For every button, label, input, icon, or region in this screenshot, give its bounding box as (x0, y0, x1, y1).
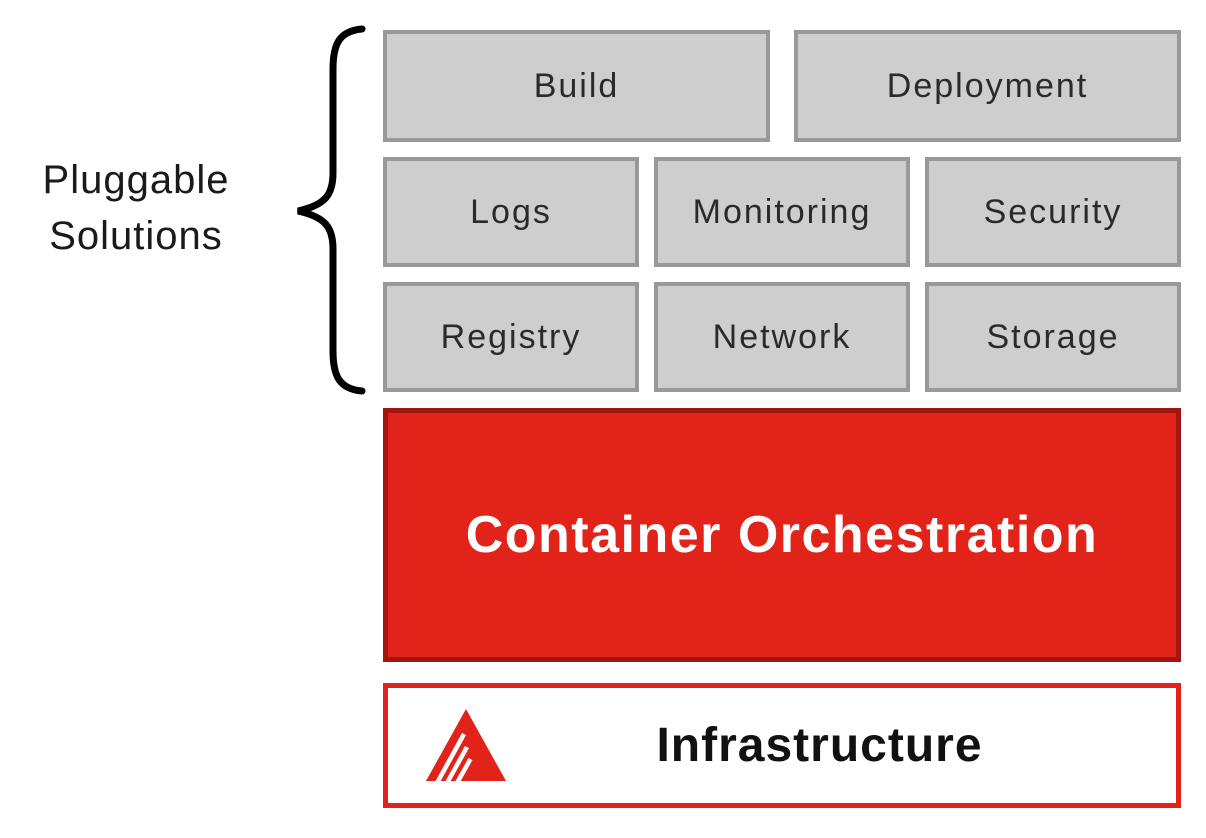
infrastructure-box: Infrastructure (383, 683, 1181, 808)
pluggable-row-3: Registry Network Storage (383, 282, 1181, 392)
container-orchestration-label: Container Orchestration (465, 506, 1099, 564)
layer-stack: Build Deployment Logs Monitoring Securit… (383, 30, 1181, 808)
pluggable-label-line1: Pluggable (42, 158, 230, 202)
infrastructure-label: Infrastructure (656, 719, 983, 772)
box-logs-label: Logs (470, 192, 552, 231)
box-monitoring: Monitoring (654, 157, 910, 267)
box-build: Build (383, 30, 770, 142)
box-storage: Storage (925, 282, 1181, 392)
box-logs: Logs (383, 157, 639, 267)
box-security: Security (925, 157, 1181, 267)
pluggable-label-line2: Solutions (49, 214, 223, 258)
box-deployment-label: Deployment (886, 66, 1089, 105)
container-orchestration-box: Container Orchestration (383, 408, 1181, 662)
pluggable-solutions-label: Pluggable Solutions (0, 152, 272, 264)
curly-brace-icon (297, 25, 366, 395)
box-network-label: Network (712, 317, 852, 356)
red-striped-triangle-mountain-icon (426, 709, 506, 781)
box-deployment: Deployment (794, 30, 1181, 142)
box-registry-label: Registry (440, 317, 582, 356)
box-registry: Registry (383, 282, 639, 392)
pluggable-row-2: Logs Monitoring Security (383, 157, 1181, 267)
box-build-label: Build (533, 66, 620, 105)
box-monitoring-label: Monitoring (692, 192, 872, 231)
box-storage-label: Storage (986, 317, 1120, 356)
box-security-label: Security (983, 192, 1123, 231)
box-network: Network (654, 282, 910, 392)
pluggable-row-1: Build Deployment (383, 30, 1181, 142)
